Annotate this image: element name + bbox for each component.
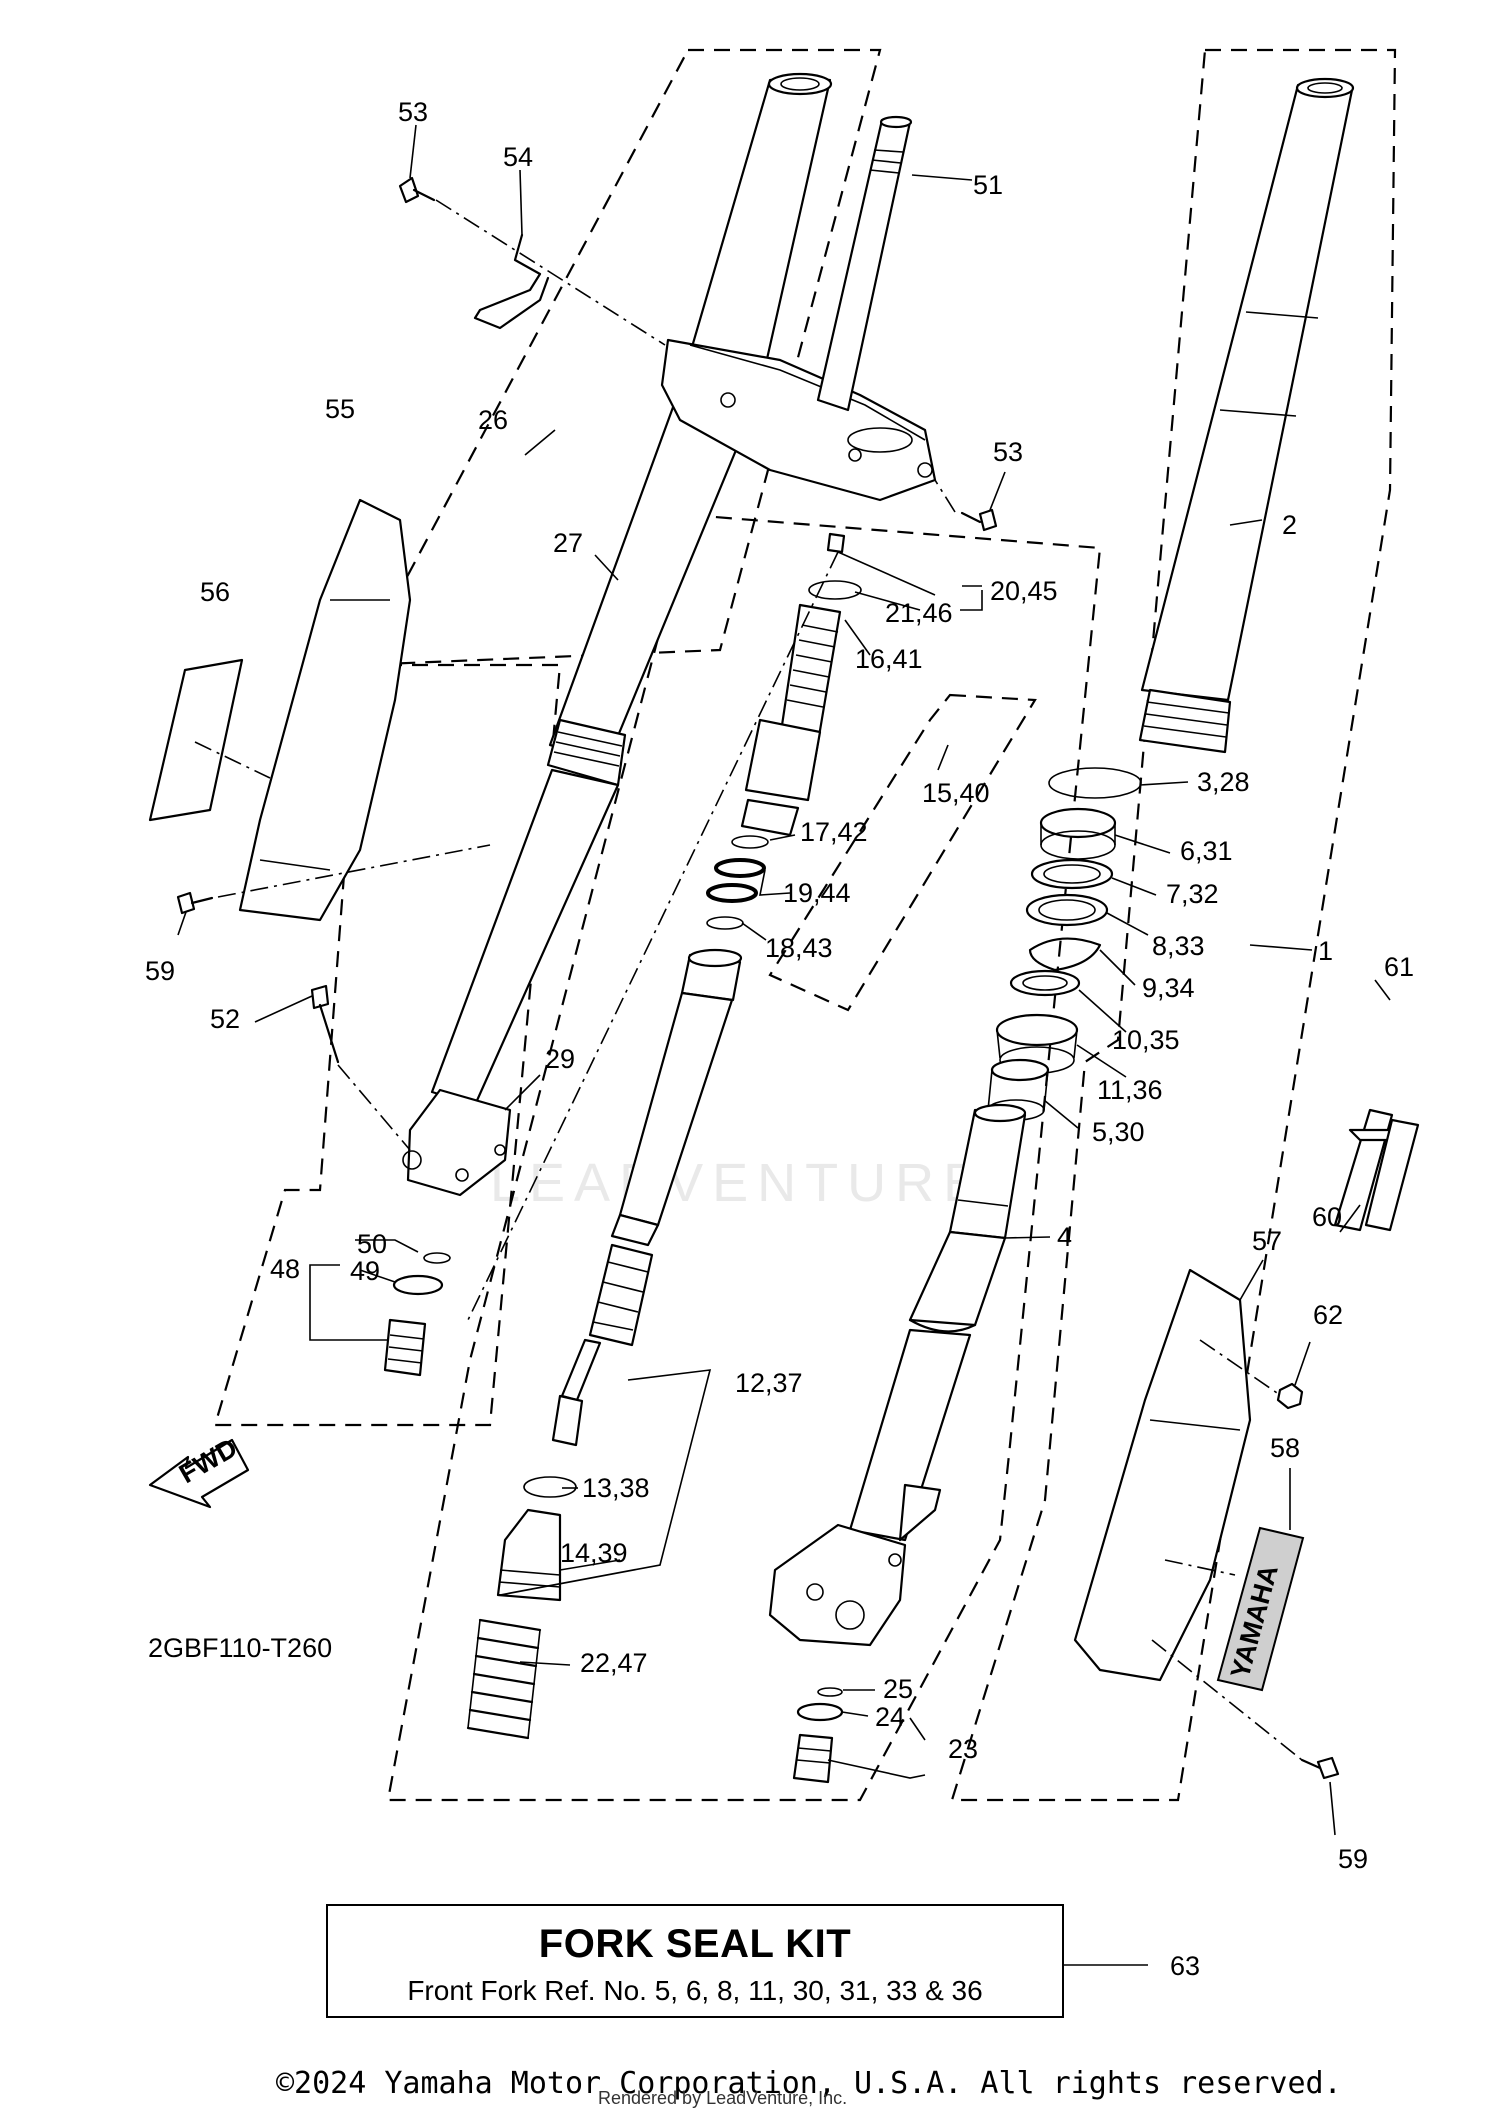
fwd-arrow-icon (148, 1438, 250, 1509)
callout-59-left: 59 (145, 956, 175, 986)
callout-23: 23 (948, 1734, 978, 1764)
fork-seal-kit-box: FORK SEAL KIT Front Fork Ref. No. 5, 6, … (326, 1904, 1064, 2018)
callout-7-32: 7,32 (1166, 879, 1219, 909)
watermark: LEADVENTURE (490, 1153, 989, 1213)
callout-18-43: 18,43 (765, 933, 833, 963)
callout-58: 58 (1270, 1433, 1300, 1463)
callout-22-47: 22,47 (580, 1648, 648, 1678)
callout-52: 52 (210, 1004, 240, 1034)
upper-tube-left (402, 72, 833, 1197)
diagram-code: 2GBF110-T260 (148, 1633, 332, 1663)
callout-20-45: 20,45 (990, 576, 1058, 606)
callout-21-46: 21,46 (885, 598, 953, 628)
callout-3-28: 3,28 (1197, 767, 1250, 797)
callout-62: 62 (1313, 1300, 1343, 1330)
callout-15-40: 15,40 (922, 778, 990, 808)
callout-24: 24 (875, 1702, 905, 1732)
callout-12-37: 12,37 (735, 1368, 803, 1398)
callout-53-right: 53 (993, 437, 1023, 467)
callout-17-42: 17,42 (800, 817, 868, 847)
callout-11-36: 11,36 (1097, 1075, 1163, 1105)
callout-2: 2 (1282, 510, 1297, 540)
callout-51: 51 (973, 170, 1003, 200)
callout-59-right: 59 (1338, 1844, 1368, 1874)
guards: YAMAHA FWD (148, 498, 1420, 1692)
callout-29: 29 (545, 1044, 575, 1074)
callouts: 53 54 51 55 26 53 27 2 20,45 21,46 56 16… (145, 97, 1414, 1981)
outer-tube-right (987, 77, 1355, 1121)
callout-49: 49 (350, 1256, 380, 1286)
callout-1: 1 (1318, 936, 1333, 966)
callout-14-39: 14,39 (560, 1538, 628, 1568)
callout-26: 26 (478, 405, 508, 435)
callout-50: 50 (357, 1229, 387, 1259)
callout-16-41: 16,41 (855, 644, 923, 674)
callout-53-top: 53 (398, 97, 428, 127)
leader-lines (177, 124, 1391, 1966)
callout-27: 27 (553, 528, 583, 558)
damper-parts (466, 532, 862, 1740)
callout-5-30: 5,30 (1092, 1117, 1145, 1147)
callout-54: 54 (503, 142, 533, 172)
callout-56: 56 (200, 577, 230, 607)
callout-19-44: 19,44 (783, 878, 851, 908)
rendered-by-credit: Rendered by LeadVenture, Inc. (598, 2088, 848, 2108)
seal-kit-description: Front Fork Ref. No. 5, 6, 8, 11, 30, 31,… (407, 1975, 983, 2006)
copyright-notice: ©2024 Yamaha Motor Corporation, U.S.A. A… (276, 2066, 1342, 2101)
callout-10-35: 10,35 (1112, 1025, 1180, 1055)
callout-8-33: 8,33 (1152, 931, 1205, 961)
callout-61: 61 (1384, 952, 1414, 982)
callout-6-31: 6,31 (1180, 836, 1233, 866)
callout-9-34: 9,34 (1142, 973, 1195, 1003)
assembly-outlines (213, 48, 1397, 1802)
callout-25: 25 (883, 1674, 913, 1704)
callout-55: 55 (325, 394, 355, 424)
hardware (176, 176, 1340, 1784)
seal-kit-title: FORK SEAL KIT (538, 1922, 852, 1966)
center-lines (194, 199, 1303, 1761)
callout-4: 4 (1057, 1222, 1072, 1252)
triple-clamp (660, 115, 937, 502)
callout-48: 48 (270, 1254, 300, 1284)
callout-63: 63 (1170, 1951, 1200, 1981)
callout-13-38: 13,38 (582, 1473, 650, 1503)
callout-57: 57 (1252, 1226, 1282, 1256)
callout-60: 60 (1312, 1202, 1342, 1232)
inner-tube (768, 1103, 1027, 1647)
